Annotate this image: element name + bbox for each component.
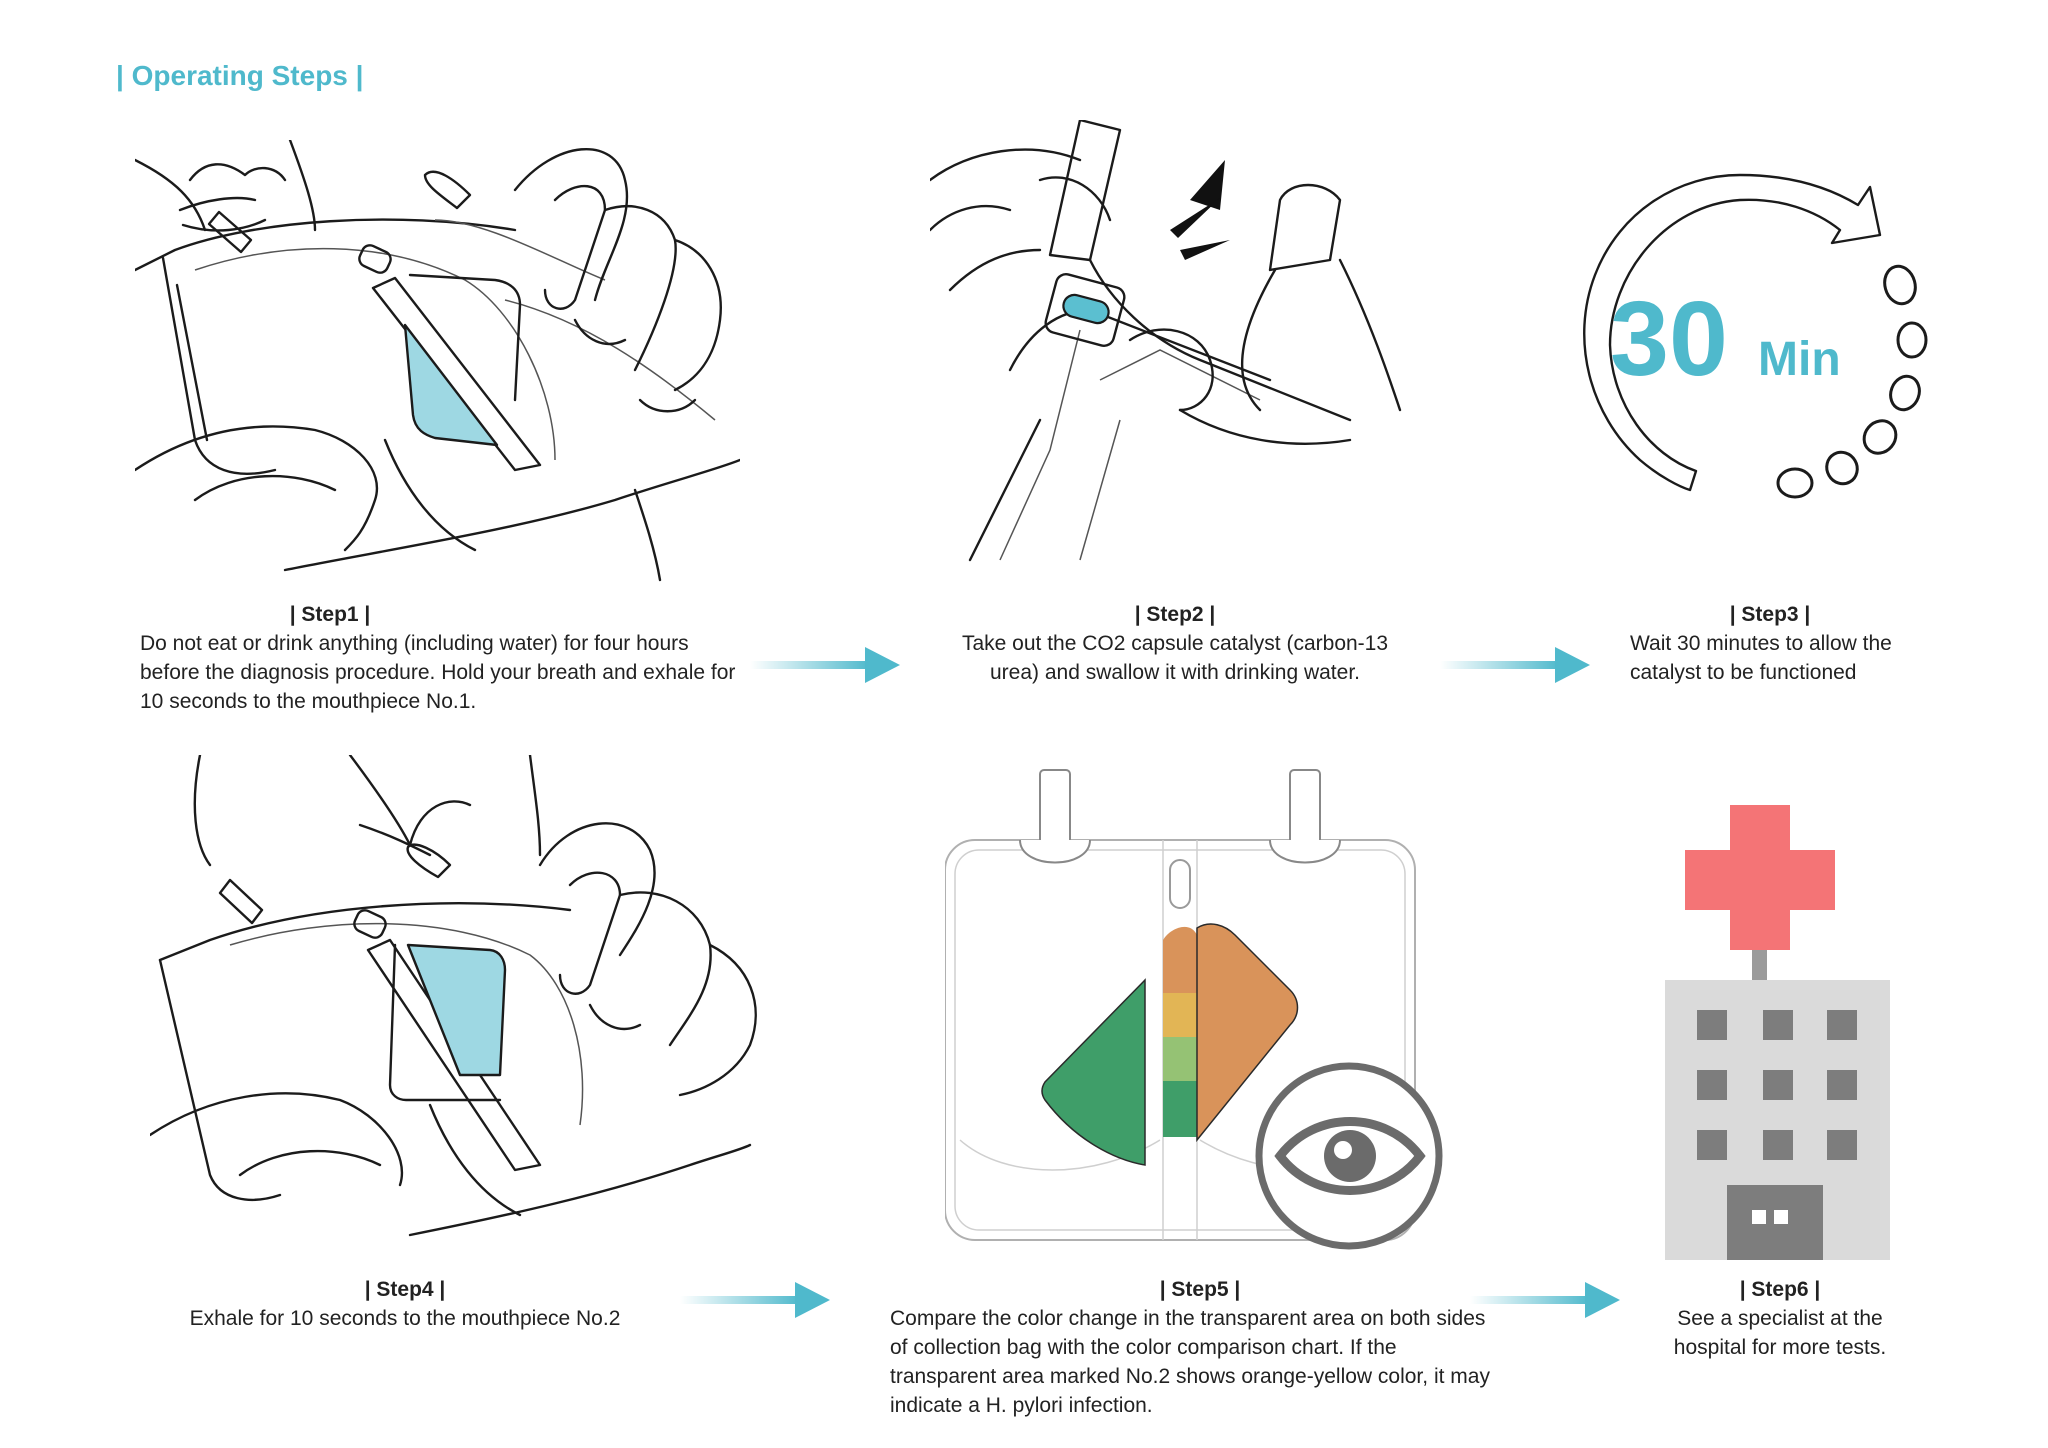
step5-illustration	[945, 760, 1455, 1260]
step2-text: Take out the CO2 capsule catalyst (carbo…	[961, 632, 1389, 684]
arrow-step4-to-step5	[680, 1280, 830, 1320]
step4-illustration	[150, 755, 770, 1250]
step6-caption: | Step6 | See a specialist at the hospit…	[1660, 1275, 1900, 1362]
step3-timer: 30 Min	[1570, 165, 1930, 525]
timer-unit: Min	[1758, 333, 1841, 386]
step1-illustration	[135, 140, 740, 590]
arrow-step1-to-step2	[750, 645, 900, 685]
page-title: | Operating Steps |	[116, 60, 364, 91]
step4-label: | Step4 |	[364, 1278, 446, 1301]
step6-text: See a specialist at the hospital for mor…	[1673, 1307, 1887, 1359]
step1-text: Do not eat or drink anything (including …	[140, 632, 736, 713]
step5-text: Compare the color change in the transpar…	[890, 1307, 1490, 1417]
step3-caption: | Step3 | Wait 30 minutes to allow the c…	[1630, 600, 1930, 687]
step4-caption: | Step4 | Exhale for 10 seconds to the m…	[160, 1275, 650, 1333]
step1-label: | Step1 |	[289, 603, 371, 626]
timer-number: 30	[1610, 280, 1728, 398]
step6-hospital	[1665, 805, 1890, 1260]
arrow-step2-to-step3	[1440, 645, 1590, 685]
step6-label: | Step6 |	[1739, 1278, 1821, 1301]
step1-caption: | Step1 | Do not eat or drink anything (…	[140, 600, 740, 716]
step5-label: | Step5 |	[1159, 1278, 1241, 1301]
step2-illustration	[930, 120, 1410, 570]
step3-label: | Step3 |	[1729, 603, 1811, 626]
step5-caption: | Step5 | Compare the color change in th…	[890, 1275, 1490, 1420]
step4-text: Exhale for 10 seconds to the mouthpiece …	[189, 1307, 621, 1330]
step2-label: | Step2 |	[1134, 603, 1216, 626]
step2-caption: | Step2 | Take out the CO2 capsule catal…	[935, 600, 1415, 687]
arrow-step5-to-step6	[1470, 1280, 1620, 1320]
step3-text: Wait 30 minutes to allow the catalyst to…	[1630, 632, 1892, 684]
